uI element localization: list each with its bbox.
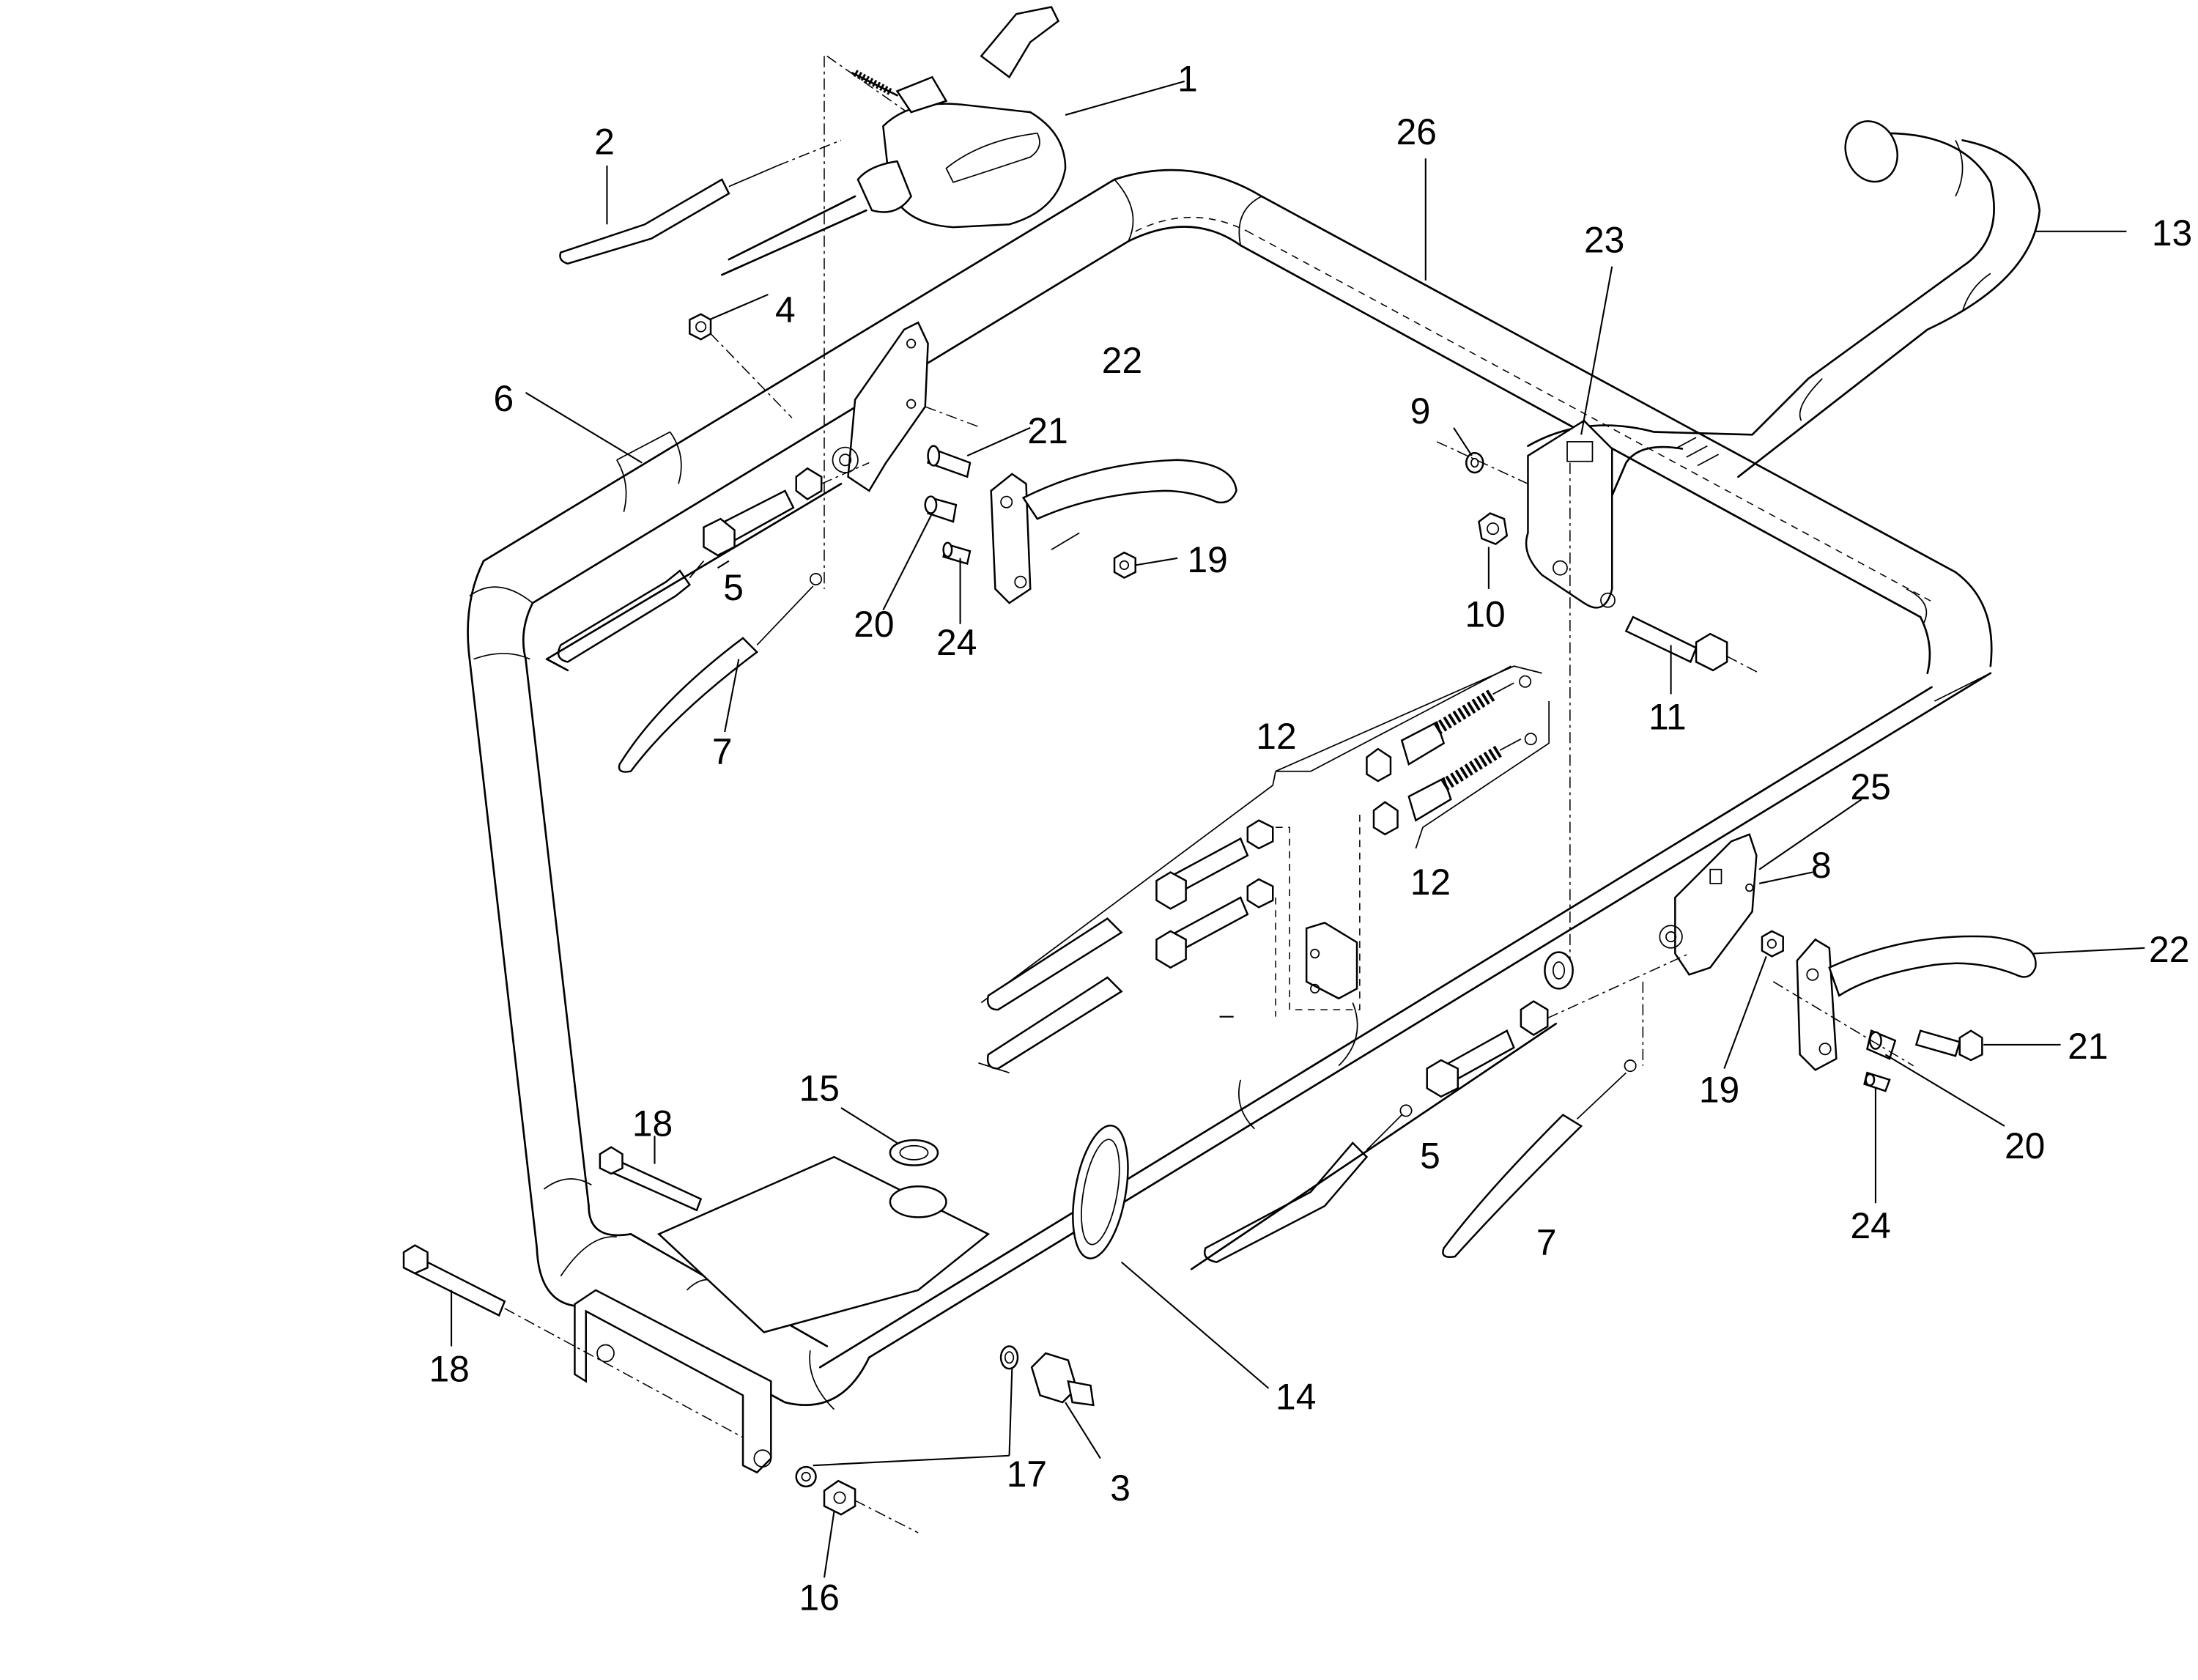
callout-23: 23 — [1584, 220, 1624, 261]
callout-5-left: 5 — [723, 567, 744, 608]
spring-cable-assembly — [978, 665, 1550, 1074]
callout-14: 14 — [1276, 1377, 1316, 1418]
grip — [1525, 120, 2041, 609]
callout-2: 2 — [594, 122, 615, 163]
callout-19-left: 19 — [1188, 539, 1228, 580]
callout-21-left: 21 — [1027, 410, 1067, 451]
callout-10: 10 — [1465, 594, 1505, 635]
center-hardware — [1436, 441, 1760, 982]
callout-12-upper: 12 — [1256, 716, 1296, 757]
control-cable-2 — [559, 139, 842, 265]
callout-4: 4 — [775, 289, 796, 330]
callout-3: 3 — [1110, 1468, 1131, 1509]
callout-21-right: 21 — [2068, 1026, 2108, 1067]
callout-18-upper: 18 — [632, 1103, 673, 1144]
callout-9: 9 — [1410, 391, 1431, 432]
left-lever-assembly — [545, 313, 1237, 773]
callout-7-left: 7 — [712, 731, 733, 772]
callout-16: 16 — [799, 1577, 840, 1618]
callout-22-lower: 22 — [2149, 929, 2189, 970]
callout-20-right: 20 — [2005, 1125, 2045, 1166]
callout-8: 8 — [1811, 845, 1832, 886]
callout-19-right: 19 — [1699, 1069, 1739, 1110]
right-lever-assembly — [1190, 833, 2037, 1270]
callout-26: 26 — [1396, 111, 1437, 152]
callout-17: 17 — [1007, 1454, 1047, 1495]
callout-6: 6 — [493, 378, 514, 419]
callout-25: 25 — [1851, 766, 1891, 807]
callout-labels: 1 2 3 4 5 5 6 7 7 8 9 10 11 12 12 13 14 … — [429, 58, 2192, 1618]
callout-1: 1 — [1177, 58, 1198, 99]
callout-18-lower: 18 — [429, 1348, 469, 1389]
callout-5-right: 5 — [1420, 1135, 1440, 1176]
callout-24-left: 24 — [936, 622, 977, 663]
callout-7-right: 7 — [1536, 1222, 1557, 1263]
callout-15: 15 — [799, 1067, 840, 1109]
callout-22-upper: 22 — [1102, 340, 1142, 381]
callout-24-right: 24 — [1851, 1205, 1891, 1246]
control-housing — [720, 6, 1067, 589]
callout-20-left: 20 — [854, 604, 894, 645]
leader-lines — [451, 81, 2145, 1578]
callout-11: 11 — [1648, 696, 1687, 737]
callout-13: 13 — [2152, 212, 2192, 254]
callout-12-lower: 12 — [1410, 862, 1451, 903]
bottom-mount — [402, 1125, 1129, 1533]
